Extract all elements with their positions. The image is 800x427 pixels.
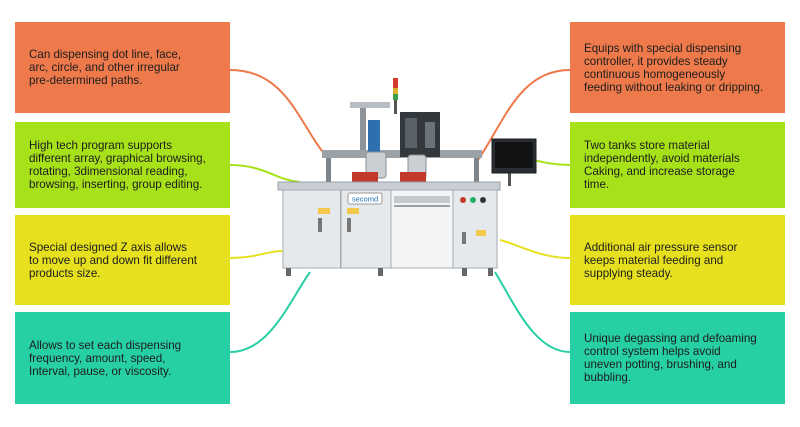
- feature-box-left-1: Can dispensing dot line, face, arc, circ…: [15, 22, 230, 113]
- feature-text-line: to move up and down fit different: [29, 253, 198, 267]
- feature-box-right-1: Equips with special dispensing controlle…: [570, 22, 785, 113]
- feature-text-line: arc, circle, and other irregular: [29, 61, 180, 74]
- connector-right-3: [499, 239, 571, 259]
- connector-left-4: [229, 271, 311, 353]
- feature-text-line: Caking, and increase storage: [584, 165, 735, 178]
- feature-box-right-4: Unique degassing and defoaming control s…: [570, 312, 785, 404]
- feature-text-line: time.: [584, 178, 610, 191]
- feature-text-line: products size.: [29, 266, 101, 280]
- feature-box-left-4: Allows to set each dispensing frequency,…: [15, 312, 230, 404]
- feature-box-right-2: Two tanks store material independently, …: [570, 122, 785, 208]
- feature-text-line: controller, it provides steady: [584, 54, 728, 68]
- feature-text-line: Special designed Z axis allows: [29, 240, 187, 254]
- connector-left-2: [229, 164, 301, 183]
- feature-text-line: pre-determined paths.: [29, 74, 143, 87]
- feature-text-line: Equips with special dispensing: [584, 41, 742, 55]
- brand-badge: secomd: [352, 195, 378, 204]
- connector-left-1: [229, 69, 331, 161]
- feature-text-line: Unique degassing and defoaming: [584, 332, 757, 345]
- feature-text-line: independently, avoid materials: [584, 152, 740, 165]
- feature-text-line: supplying steady.: [584, 266, 673, 280]
- feature-text-line: Additional air pressure sensor: [584, 240, 738, 254]
- feature-text-line: frequency, amount, speed,: [29, 351, 166, 365]
- feature-text-line: Allows to set each dispensing: [29, 338, 182, 352]
- feature-text-line: control system helps avoid: [584, 345, 721, 358]
- feature-text-line: rotating, 3dimensional reading,: [29, 165, 188, 178]
- feature-text-line: continuous homogeneously: [584, 67, 726, 81]
- feature-text-line: Can dispensing dot line, face,: [29, 48, 182, 61]
- connector-right-4: [494, 271, 571, 353]
- feature-text-line: Two tanks store material: [584, 139, 710, 152]
- feature-box-left-3: Special designed Z axis allows to move u…: [15, 215, 230, 305]
- feature-text-line: keeps material feeding and: [584, 253, 724, 267]
- feature-text-line: browsing, inserting, group editing.: [29, 178, 203, 191]
- feature-text-line: feeding without leaking or dripping.: [584, 80, 764, 94]
- feature-text-line: High tech program supports: [29, 139, 173, 152]
- feature-box-right-3: Additional air pressure sensor keeps mat…: [570, 215, 785, 305]
- connector-right-1: [477, 69, 571, 161]
- feature-text-line: bubbling.: [584, 371, 632, 384]
- feature-text-line: uneven potting, brushing, and: [584, 358, 737, 371]
- feature-text-line: different array, graphical browsing,: [29, 152, 206, 165]
- feature-text-line: Interval, pause, or viscosity.: [29, 364, 172, 378]
- feature-box-left-2: High tech program supports different arr…: [15, 122, 230, 208]
